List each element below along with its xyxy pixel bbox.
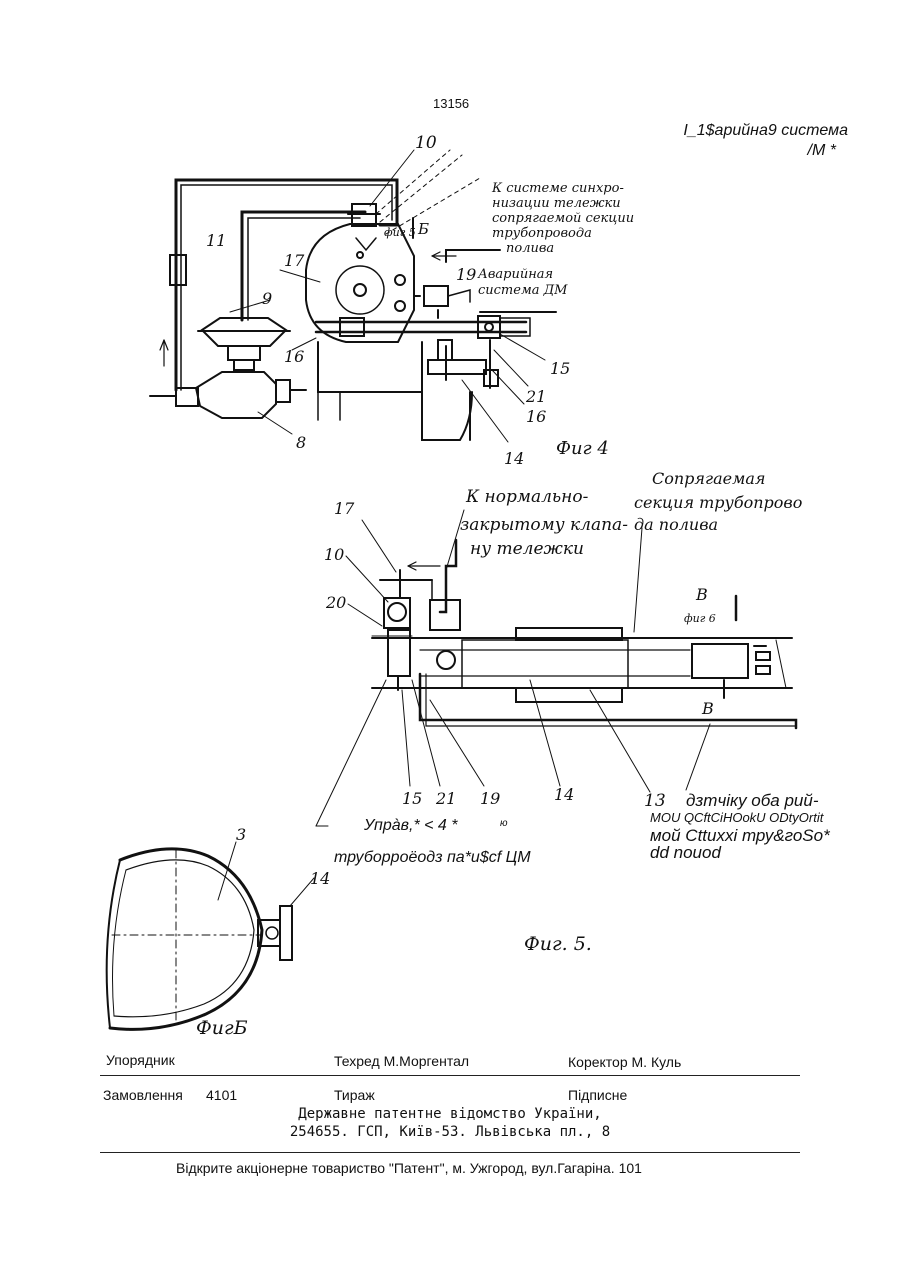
fig5-label-13: 13 [644, 791, 666, 811]
footer-techred: Техред М.Моргентал [334, 1053, 469, 1069]
fig5-label-19: 19 [480, 789, 500, 808]
footer-rule-bottom [100, 1152, 800, 1153]
fig5-ocr-line-2: MOU QCftCiHOokU ODtyOrtit [650, 810, 825, 825]
fig5-callout-left-2: закрытому клапа- [460, 515, 628, 535]
fig5-callout-left-1: К нормально- [465, 487, 589, 507]
fig5-ocr-upr-sup: ю [500, 818, 508, 829]
fig4-section-mark: фиг 5 [384, 226, 416, 239]
fig6-caption: ФигБ [196, 1017, 248, 1039]
footer-compiler: Упорядник [106, 1052, 175, 1068]
fig4-callout-top-4: трубопровода [492, 226, 592, 241]
fig6-drawing [107, 842, 314, 1029]
fig6-label-14: 14 [310, 869, 330, 888]
fig5-section-letter-bottom: В [701, 699, 714, 718]
fig4-callout-right-1: Аварийная [477, 267, 553, 282]
fig5-caption: Фиг. 5. [524, 933, 592, 955]
footer-order-number: 4101 [206, 1087, 237, 1103]
fig5-section-mark: фиг 6 [684, 612, 716, 625]
fig4-callout-top-3: сопрягаемой секции [492, 211, 634, 226]
fig5-section-letter-top: В [695, 585, 708, 604]
fig4-label-14: 14 [504, 449, 524, 468]
fig4-label-16b: 16 [526, 407, 546, 426]
fig4-section-letter: Б [417, 220, 429, 238]
fig5-callout-left-3: ну тележки [470, 539, 584, 559]
footer-company: Відкрите акціонерне товариство "Патент",… [176, 1160, 642, 1176]
footer-subscription: Підписне [568, 1087, 627, 1103]
footer-rule-top [100, 1075, 800, 1076]
fig4-callout-top-2: низации тележки [492, 196, 621, 211]
fig4-label-16a: 16 [284, 347, 304, 366]
fig5-callout-right-2: секция трубопрово [634, 493, 802, 512]
fig4-label-11: 11 [206, 231, 226, 250]
fig5-callout-right-1: Сопрягаемая [652, 469, 766, 488]
fig4-label-15: 15 [550, 359, 570, 378]
fig4-callout-top-1: К системе синхро- [491, 181, 624, 196]
fig5-ocr-upr: Упрàв,* < 4 * [363, 817, 458, 834]
fig5-label-21: 21 [435, 789, 456, 808]
fig6-label-3: 3 [236, 825, 246, 844]
fig5-callout-right-3: да полива [634, 515, 718, 534]
fig5-label-10: 10 [324, 545, 344, 564]
footer-circulation: Тираж [334, 1087, 375, 1103]
fig5-label-20: 20 [325, 593, 346, 612]
footer-office-line-2: 254655. ГСП, Київ-53. Львівська пл., 8 [0, 1124, 900, 1140]
fig4-callout-top-5: полива [506, 241, 554, 256]
fig5-label-15: 15 [402, 789, 422, 808]
fig4-caption: Фиг 4 [556, 438, 609, 459]
fig4-label-17: 17 [284, 251, 305, 270]
fig5-ocr-pipe: труборроёодз па*и$cf ЦМ [334, 849, 531, 866]
fig4-label-8: 8 [296, 433, 306, 452]
fig5-ocr-line-1: дзтчіку оба рий- [686, 791, 819, 810]
footer-corrector: Коректор М. Куль [568, 1054, 681, 1070]
fig5-ocr-line-4: dd nouod [650, 843, 721, 862]
fig5-label-17: 17 [334, 499, 355, 518]
fig4-callout-right-2: система ДМ [478, 283, 568, 298]
footer-office-line-1: Державне патентне відомство України, [0, 1106, 900, 1122]
fig4-label-19: 19 [456, 265, 476, 284]
fig5-label-14: 14 [554, 785, 574, 804]
fig4-label-10: 10 [415, 133, 437, 153]
fig4-label-9: 9 [262, 289, 272, 308]
footer-order-label: Замовлення [103, 1087, 183, 1103]
fig4-label-21: 21 [525, 387, 546, 406]
